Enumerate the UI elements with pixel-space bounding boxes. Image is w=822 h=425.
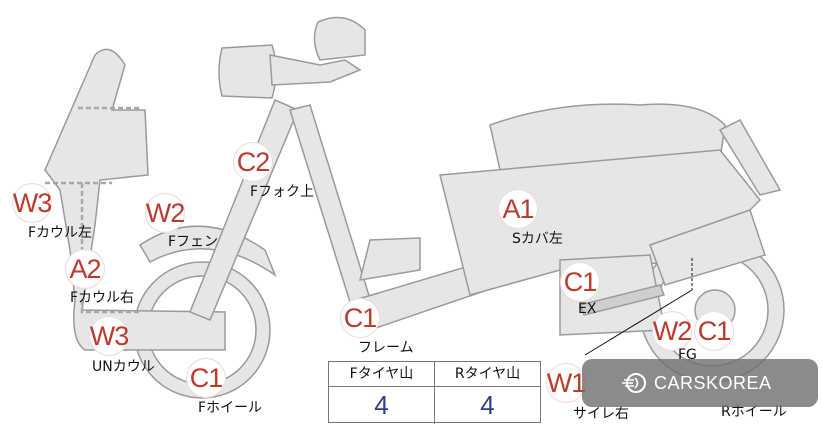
- damage-code-fg: W2: [652, 311, 692, 351]
- part-label-ffender: Fフェン: [168, 234, 219, 250]
- part-label-fwheel: Fホイール: [198, 400, 263, 416]
- front-tire-header: Fタイヤ山: [329, 362, 434, 387]
- table-divider: [434, 362, 435, 424]
- carskorea-watermark: CARSKOREA: [582, 359, 818, 407]
- part-label-ex: EX: [578, 301, 597, 317]
- part-label-scover-left: Sカバ左: [512, 231, 563, 247]
- damage-code-fwheel: C1: [186, 358, 226, 398]
- damage-code-ffender: W2: [145, 193, 185, 233]
- damage-code-fcowl-right: A2: [65, 249, 105, 289]
- tire-tread-table: Fタイヤ山 Rタイヤ山 4 4: [328, 361, 541, 424]
- part-label-frame: フレーム: [358, 340, 414, 356]
- damage-code-fcowl-left: W3: [12, 183, 52, 223]
- part-label-un-cowl: UNカウル: [92, 359, 155, 375]
- watermark-text: CARSKOREA: [654, 373, 772, 393]
- damage-code-un-cowl: W3: [89, 316, 129, 356]
- damage-code-ex: C1: [560, 262, 600, 302]
- part-label-rwheel: Rホイール: [721, 404, 787, 420]
- flame-logo-icon: [622, 373, 646, 393]
- damage-code-frame: C1: [340, 298, 380, 338]
- part-label-ffork-top: Fフォク上: [250, 184, 315, 200]
- rear-tire-value: 4: [480, 390, 495, 420]
- part-label-fcowl-left: Fカウル左: [28, 225, 93, 241]
- damage-code-silencer: W1: [546, 363, 586, 403]
- part-label-fcowl-right: Fカウル右: [70, 290, 135, 306]
- rear-tire-header: Rタイヤ山: [435, 362, 540, 387]
- part-label-silencer: サイレ右: [573, 406, 629, 422]
- damage-code-fg2: C1: [694, 311, 734, 351]
- damage-code-scover-left: A1: [498, 189, 538, 229]
- front-tire-value: 4: [374, 390, 389, 420]
- damage-code-ffork-top: C2: [233, 142, 273, 182]
